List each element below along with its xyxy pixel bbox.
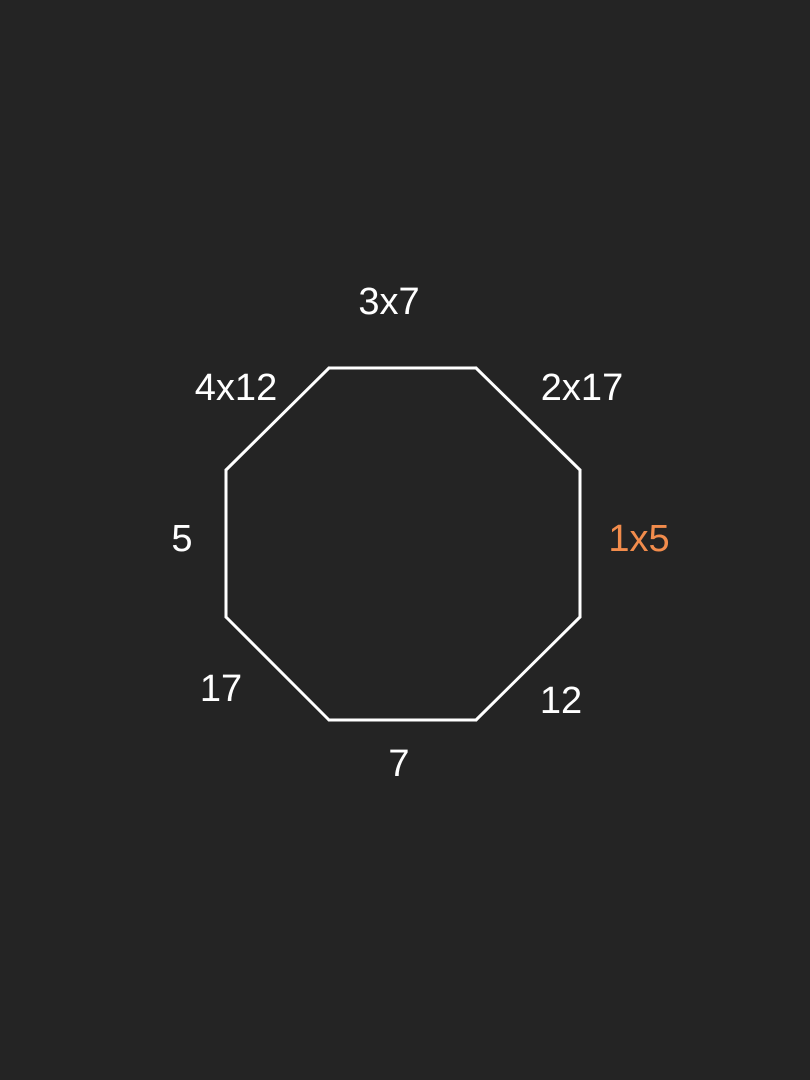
- edge-top-left[interactable]: [224, 366, 331, 472]
- edge-label-bottom-left[interactable]: 17: [199, 668, 243, 710]
- edge-label-top-left[interactable]: 4x12: [194, 367, 278, 409]
- edge-label-top[interactable]: 3x7: [358, 281, 420, 323]
- edge-top-right[interactable]: [474, 366, 582, 472]
- edge-label-left[interactable]: 5: [171, 518, 193, 560]
- edge-label-top-right[interactable]: 2x17: [540, 367, 624, 409]
- edge-label-right[interactable]: 1x5: [608, 518, 670, 560]
- edge-bottom-left[interactable]: [224, 615, 331, 722]
- edge-label-bottom[interactable]: 7: [388, 743, 410, 785]
- edge-bottom-right[interactable]: [474, 615, 582, 722]
- edge-label-bottom-right[interactable]: 12: [539, 680, 583, 722]
